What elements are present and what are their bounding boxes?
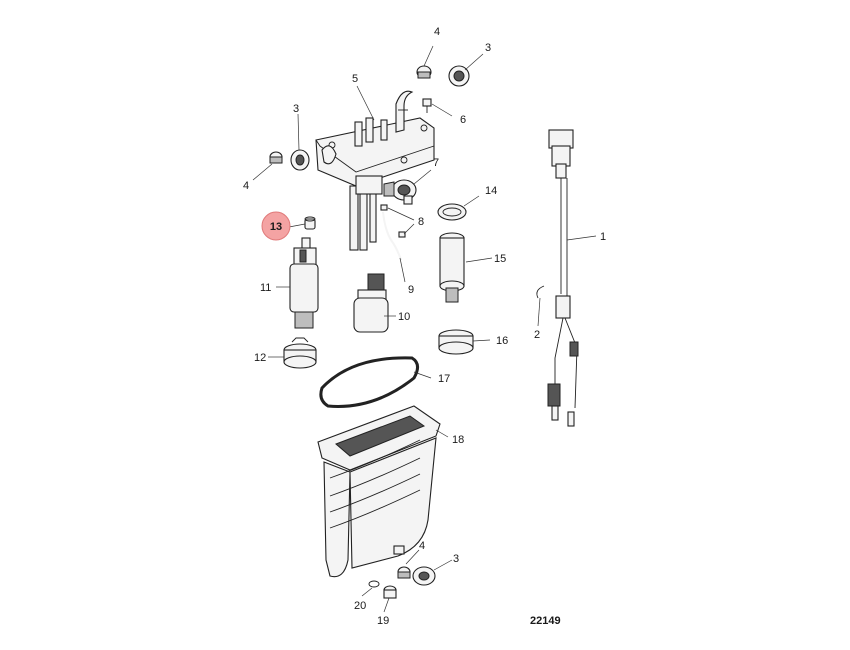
callout-label: 8 [418,216,424,228]
spacer-13 [304,216,316,230]
harness-clip-2 [536,285,545,299]
callout-1[interactable]: 1 [600,231,606,243]
callout-label: 2 [534,329,540,341]
filter-10 [353,273,389,333]
callout-15[interactable]: 15 [494,253,506,265]
ring-14 [437,203,467,221]
fuel-pump-15 [439,232,465,303]
callout-label: 18 [452,434,464,446]
gasket-17 [319,356,419,408]
grommet-left [290,149,310,171]
callout-label: 3 [485,42,491,54]
callout-label: 14 [485,185,497,197]
callout-label: 1 [600,231,606,243]
callout-3-top[interactable]: 3 [485,42,491,54]
callout-4-top[interactable]: 4 [434,26,440,38]
plug-bottom [397,566,411,579]
callout-label: 16 [496,335,508,347]
fuel-hose [382,211,402,261]
callout-8[interactable]: 8 [418,216,424,228]
callout-label: 20 [354,600,366,612]
highlight-circle [261,211,291,241]
grommet-top-right [448,65,470,87]
callout-label: 4 [419,540,425,552]
plug-left [269,151,283,164]
cover-plate [315,90,435,187]
callout-label: 13 [270,221,282,233]
callout-4-bottom[interactable]: 4 [419,540,425,552]
reservoir-18 [317,405,441,578]
callout-6[interactable]: 6 [460,114,466,126]
callout-label: 4 [434,26,440,38]
callout-4-left[interactable]: 4 [243,180,249,192]
washer-20 [368,580,380,588]
callout-label: 15 [494,253,506,265]
callout-label: 17 [438,373,450,385]
callout-18[interactable]: 18 [452,434,464,446]
fuel-pump-11 [289,237,319,329]
callout-7[interactable]: 7 [433,157,439,169]
pressure-regulator [383,179,417,205]
callout-20[interactable]: 20 [354,600,366,612]
callout-label: 11 [260,282,271,294]
callout-19[interactable]: 19 [377,615,389,627]
callout-label: 19 [377,615,389,627]
callout-11[interactable]: 11 [260,282,271,294]
callout-label: 10 [398,311,410,323]
grommet-bottom [412,566,436,586]
callout-12[interactable]: 12 [254,352,266,364]
callout-2[interactable]: 2 [534,329,540,341]
callout-label: 4 [243,180,249,192]
strainer-12 [283,337,317,369]
callout-13-highlighted[interactable]: 13 [261,211,291,241]
callout-10[interactable]: 10 [398,311,410,323]
callout-3-bottom[interactable]: 3 [453,553,459,565]
callout-label: 3 [293,103,299,115]
callout-16[interactable]: 16 [496,335,508,347]
callout-9[interactable]: 9 [408,284,414,296]
leader-lines [252,45,597,613]
callout-label: 6 [460,114,466,126]
plug-top [416,65,432,79]
cover-bracket [349,175,383,251]
callout-5[interactable]: 5 [352,73,358,85]
callout-label: 5 [352,73,358,85]
callout-label: 7 [433,157,439,169]
callout-label: 9 [408,284,414,296]
callout-label: 12 [254,352,266,364]
callout-label: 3 [453,553,459,565]
screw-6 [422,98,432,113]
callout-14[interactable]: 14 [485,185,497,197]
diagram-reference-number: 22149 [530,615,561,627]
callout-17[interactable]: 17 [438,373,450,385]
callout-3-left[interactable]: 3 [293,103,299,115]
hose-clips [380,204,406,238]
strainer-16 [438,329,474,355]
wiring-harness-1 [547,129,579,427]
plug-19 [383,585,397,599]
